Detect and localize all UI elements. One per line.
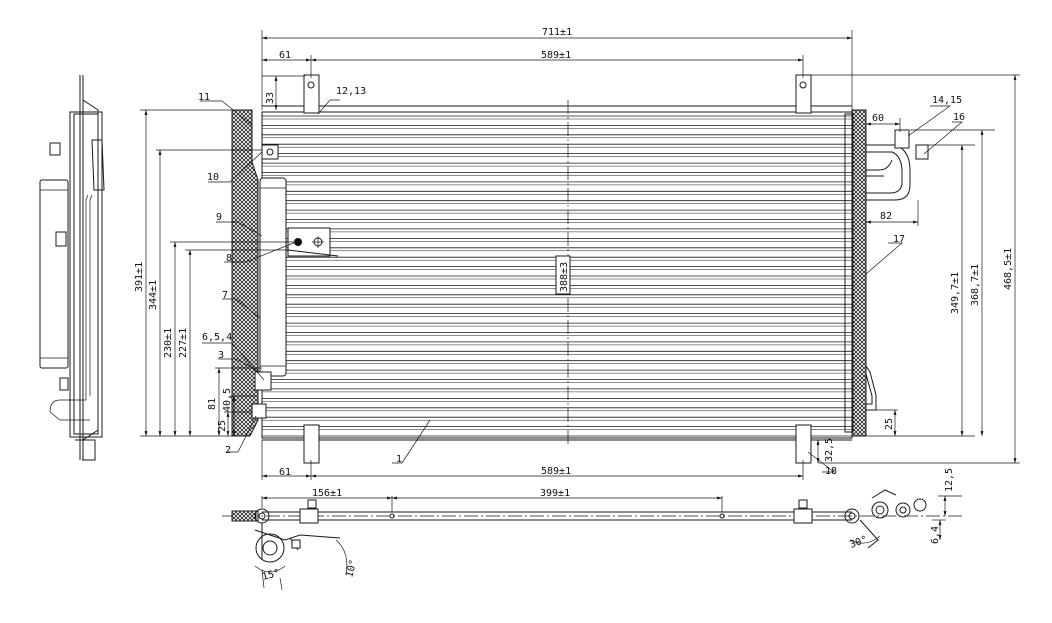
dim-height-391: 391±1 bbox=[134, 262, 145, 292]
callout-6-5-4: 6,5,4 bbox=[202, 332, 232, 343]
right-header-tank bbox=[851, 109, 867, 437]
dim-height-227: 227±1 bbox=[178, 328, 189, 358]
callout-1: 1 bbox=[396, 454, 402, 465]
side-view-left bbox=[39, 75, 105, 461]
dim-32-5: 32,5 bbox=[824, 438, 835, 462]
dim-6-4: 6,4 bbox=[930, 526, 941, 544]
radiator-front-view bbox=[231, 74, 929, 464]
dim-bracket-pitch-bottom: 589±1 bbox=[541, 466, 571, 477]
callout-12-13: 12,13 bbox=[336, 86, 366, 97]
dim-height-230: 230±1 bbox=[163, 328, 174, 358]
dim-40-5: 40,5 bbox=[222, 388, 233, 412]
dimension-labels: 711±1 61 589±1 33 391±1 344±1 230±1 227±… bbox=[134, 27, 1014, 583]
bottom-bracket-right bbox=[795, 424, 812, 464]
dim-core-height: 388±3 bbox=[559, 262, 570, 292]
dim-368-7: 368,7±1 bbox=[970, 264, 981, 306]
dim-bracket-pitch-top: 589±1 bbox=[541, 50, 571, 61]
callout-2: 2 bbox=[225, 445, 231, 456]
callout-labels: 1 2 3 6,5,4 7 8 9 10 11 12,13 14,15 16 1… bbox=[198, 86, 965, 477]
dim-349-7: 349,7±1 bbox=[950, 272, 961, 314]
dim-81: 81 bbox=[207, 398, 218, 410]
dim-468-5: 468,5±1 bbox=[1003, 248, 1014, 290]
top-view-bottom bbox=[222, 489, 965, 591]
angle-30: 30° bbox=[848, 534, 869, 551]
dim-60: 60 bbox=[872, 113, 884, 124]
dimension-lines bbox=[140, 30, 1020, 480]
dim-25-left: 25 bbox=[217, 420, 228, 432]
callout-17: 17 bbox=[893, 234, 905, 245]
left-header-tank bbox=[231, 109, 259, 437]
receiver-dryer bbox=[259, 177, 287, 377]
callout-7: 7 bbox=[222, 290, 228, 301]
angle-15: 15° bbox=[261, 568, 281, 583]
callout-16: 16 bbox=[953, 112, 965, 123]
top-bracket-right bbox=[795, 74, 812, 114]
dim-tank-offset-bottom: 61 bbox=[279, 467, 291, 478]
callout-9: 9 bbox=[216, 212, 222, 223]
dim-82: 82 bbox=[880, 211, 892, 222]
dim-399: 399±1 bbox=[540, 488, 570, 499]
dim-overall-width: 711±1 bbox=[542, 27, 572, 38]
dim-tank-offset-top: 61 bbox=[279, 50, 291, 61]
callout-3: 3 bbox=[218, 350, 224, 361]
dim-156: 156±1 bbox=[312, 488, 342, 499]
core-fins bbox=[262, 115, 852, 437]
angle-10: 10° bbox=[344, 558, 359, 578]
callout-14-15: 14,15 bbox=[932, 95, 962, 106]
callout-10: 10 bbox=[207, 172, 219, 183]
bottom-bracket-left bbox=[303, 424, 320, 464]
right-pipes bbox=[865, 129, 929, 411]
callout-18: 18 bbox=[825, 466, 837, 477]
callout-8: 8 bbox=[226, 253, 232, 264]
dim-height-344: 344±1 bbox=[148, 280, 159, 310]
dim-12-5: 12,5 bbox=[944, 468, 955, 492]
callout-11: 11 bbox=[198, 92, 210, 103]
top-bracket-left bbox=[303, 74, 320, 114]
dim-top-offset: 33 bbox=[265, 92, 276, 104]
dim-25-right: 25 bbox=[884, 418, 895, 430]
